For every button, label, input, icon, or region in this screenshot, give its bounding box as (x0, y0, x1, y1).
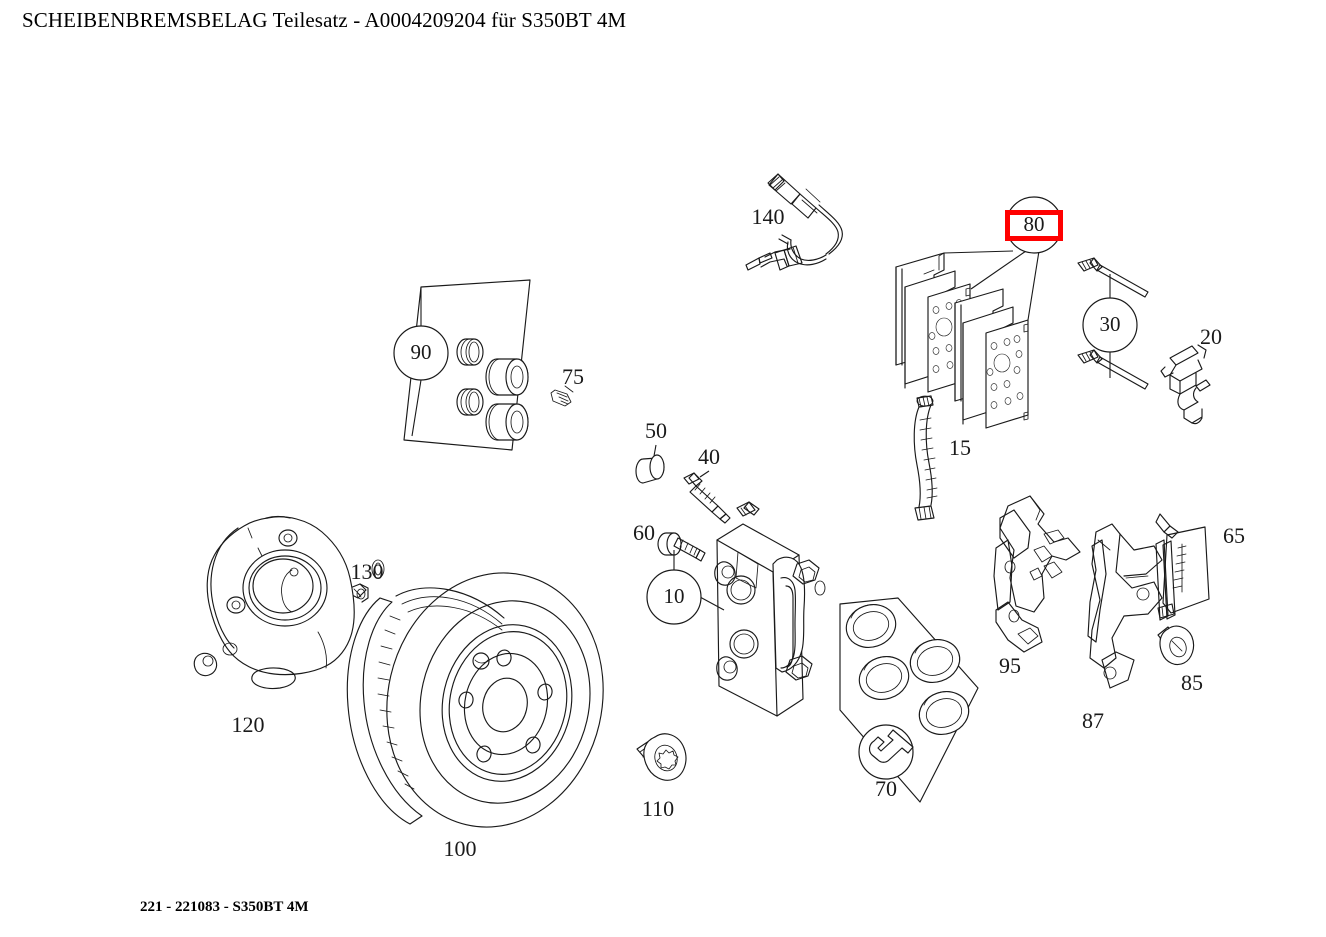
part-label-120: 120 (232, 712, 265, 737)
part-100-brake-disc (346, 559, 604, 828)
part-87-lever-bracket (1087, 523, 1163, 689)
part-label-110: 110 (642, 796, 674, 821)
callout-label-80: 80 (1024, 212, 1045, 236)
callout-circle-10[interactable] (646, 569, 702, 625)
part-label-100: 100 (444, 836, 477, 861)
caliper-hex-fitting-upper (792, 559, 820, 585)
part-60-caliper-bolt (657, 532, 706, 570)
part-label-60: 60 (633, 520, 655, 545)
part-label-65: 65 (1223, 523, 1245, 548)
part-95-caliper-carrier (993, 495, 1081, 653)
part-70-seal-ring-set (839, 597, 979, 803)
caliper-hex-fitting-lower (785, 655, 813, 681)
part-120-steering-knuckle (193, 515, 355, 690)
part-90-piston-seal-set (403, 279, 531, 451)
callout-circle-90[interactable] (393, 325, 449, 381)
callout-circle-70-wrench[interactable] (858, 724, 914, 780)
part-label-85: 85 (1181, 670, 1203, 695)
part-30-guide-pins (1077, 257, 1149, 390)
wrench-icon (868, 729, 914, 763)
seal-ring-4 (918, 691, 970, 735)
highlight-box-part-80[interactable] (1005, 210, 1063, 241)
part-label-140: 140 (752, 204, 785, 229)
part-label-95: 95 (999, 653, 1021, 678)
part-label-75: 75 (562, 364, 584, 389)
part-10-brake-caliper (699, 501, 826, 717)
callout-label-90: 90 (411, 340, 432, 364)
page-title: SCHEIBENBREMSBELAG Teilesatz - A00042092… (22, 8, 627, 32)
callout-label-70: 70 (875, 776, 897, 801)
part-85-hub-screw (1157, 625, 1195, 666)
seal-ring-3 (909, 639, 961, 683)
part-number-labels: 140 20 75 50 40 15 60 130 65 85 95 87 12… (232, 204, 1246, 861)
part-label-130: 130 (351, 559, 384, 584)
callout-80-leaders (943, 250, 1040, 321)
seal-ring-1 (845, 604, 897, 648)
part-40-bleeder-screw (683, 470, 731, 524)
part-65-parking-brake-shoe (1155, 513, 1210, 621)
seal-ring-2 (858, 656, 910, 700)
part-80-brake-pad-set (895, 252, 1029, 429)
callout-label-10: 10 (664, 584, 685, 608)
part-label-20: 20 (1200, 324, 1222, 349)
part-140-wear-sensor (745, 173, 843, 271)
page-footer-reference: 221 - 221083 - S350BT 4M (140, 899, 309, 915)
part-label-87: 87 (1082, 708, 1104, 733)
part-20-spring-clip (1160, 344, 1211, 425)
part-15-brake-hose (913, 395, 938, 521)
callout-label-30: 30 (1100, 312, 1121, 336)
part-50-bleeder-cap (635, 444, 665, 484)
part-75-bleeder-cap (550, 385, 574, 407)
part-label-15: 15 (949, 435, 971, 460)
callout-circle-30[interactable] (1082, 297, 1138, 353)
part-label-40: 40 (698, 444, 720, 469)
part-110-torx-screw (636, 733, 687, 781)
part-label-50: 50 (645, 418, 667, 443)
